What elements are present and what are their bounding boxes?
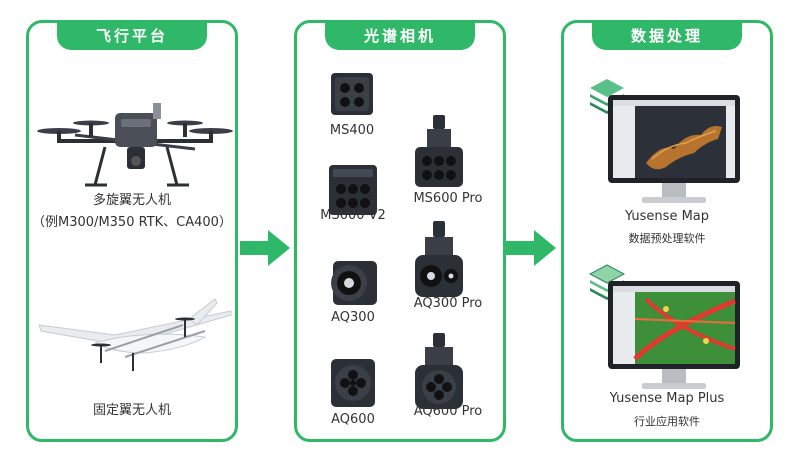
aq600pro-gimbal-camera-icon [415,333,463,409]
fixed-wing-label: 固定翼无人机 [92,403,171,418]
monitor-icon [608,95,740,203]
ms600v2-camera-icon [329,165,377,215]
aq300pro-label: AQ300 Pro [413,296,483,311]
data-processing-title: 数据处理 [592,20,742,50]
multirotor-drone-icon [37,103,233,187]
fixed-wing-drone-icon [38,298,232,371]
ms600pro-label: MS600 Pro [413,191,483,206]
flight-platform-panel: 飞行平台 多旋翼无人机 （例M300/M350 RTK、CA400） [26,20,238,442]
monitor-icon [608,281,740,389]
aq600pro-label: AQ600 Pro [413,404,483,419]
yusense-map-plus-label: Yusense Map Plus [609,391,725,406]
yusense-map-desc: 数据预处理软件 [628,232,706,245]
arrow-right-icon [240,230,290,266]
flight-platform-title: 飞行平台 [57,20,207,50]
ms600v2-label: MS600 V2 [320,208,386,223]
multirotor-examples: （例M300/M350 RTK、CA400） [32,215,232,230]
ms400-camera-icon [331,73,373,115]
yusense-map-plus-desc: 行业应用软件 [634,415,700,428]
aq300-camera-icon [331,261,377,305]
aq600-label: AQ600 [331,412,375,427]
aq300pro-gimbal-camera-icon [415,221,463,297]
multirotor-label: 多旋翼无人机 [92,193,171,208]
yusense-map-label: Yusense Map [624,209,710,224]
aq600-camera-icon [331,359,375,407]
spectral-camera-title: 光谱相机 [325,20,475,50]
ms600pro-gimbal-camera-icon [415,115,463,187]
arrow-right-icon [506,230,556,266]
data-processing-panel: 数据处理 Yusense Map 数据预处理软件 Yusens [561,20,773,442]
layers-logo-icon [588,264,626,300]
ms400-label: MS400 [329,123,375,138]
spectral-camera-panel: 光谱相机 MS400 MS600 V2 MS600 Pro AQ300 [294,20,506,442]
aq300-label: AQ300 [331,310,375,325]
